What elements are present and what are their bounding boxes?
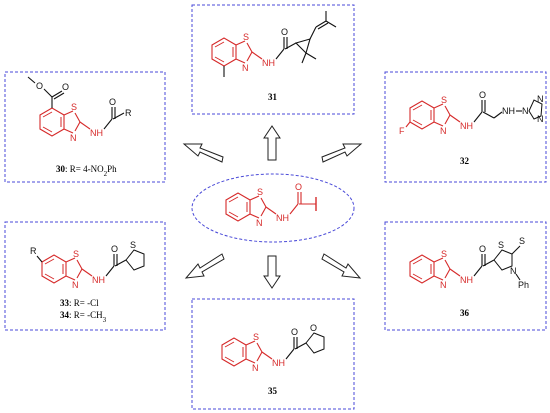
box-35: [191, 298, 355, 410]
arrow-upper-right: [321, 143, 363, 163]
arrow-down: [263, 255, 281, 289]
svg-text:N: N: [537, 114, 544, 124]
svg-text:N: N: [252, 363, 259, 373]
arrow-lower-right: [321, 253, 362, 279]
svg-text:R: R: [125, 108, 132, 118]
svg-text:N: N: [522, 106, 529, 116]
compound-32: F S N NH O NH N N N: [399, 90, 544, 136]
center-NH: NH: [276, 213, 289, 223]
center-ellipse: [191, 173, 355, 243]
svg-text:O: O: [479, 244, 486, 254]
svg-text:NH: NH: [272, 358, 285, 368]
svg-text:O: O: [291, 327, 298, 337]
svg-text:NH: NH: [502, 106, 515, 116]
caption-36: 36: [460, 308, 470, 318]
caption-35: 35: [268, 386, 278, 396]
svg-text:O: O: [36, 81, 43, 91]
svg-text:NH: NH: [460, 121, 473, 131]
box-32: [384, 71, 547, 183]
svg-text:O: O: [281, 27, 288, 37]
center-N: N: [256, 218, 263, 228]
svg-text:S: S: [253, 332, 259, 342]
svg-text:O: O: [62, 82, 69, 92]
box-31: [191, 4, 355, 115]
svg-text:O: O: [111, 244, 118, 254]
svg-text:N: N: [70, 133, 77, 143]
svg-text:S: S: [441, 249, 447, 259]
caption-32: 32: [460, 156, 470, 166]
svg-text:S: S: [519, 236, 525, 246]
box-30: [4, 71, 166, 183]
box-33-34: [4, 221, 166, 331]
svg-text:R: R: [30, 246, 37, 256]
compound-35: S N NH O O: [221, 323, 325, 373]
svg-text:NH: NH: [92, 275, 105, 285]
compound-33-34: R S N NH O S: [30, 240, 145, 290]
svg-text:N: N: [537, 94, 544, 104]
center-O: O: [295, 182, 302, 192]
caption-34: 34: R= -CH3: [60, 310, 107, 324]
svg-text:S: S: [243, 32, 249, 42]
svg-text:S: S: [73, 249, 79, 259]
center-structure: S N NH O: [225, 182, 317, 228]
center-S: S: [257, 187, 263, 197]
arrow-lower-left: [184, 253, 225, 279]
svg-text:O: O: [310, 323, 317, 333]
caption-31: 31: [268, 92, 278, 102]
svg-text:O: O: [109, 97, 116, 107]
caption-30: 30: R= 4-NO2Ph: [56, 164, 117, 178]
svg-text:S: S: [441, 95, 447, 105]
svg-text:NH: NH: [262, 58, 275, 68]
svg-text:NH: NH: [460, 275, 473, 285]
svg-text:NH: NH: [90, 128, 103, 138]
caption-33: 33: R= -Cl: [60, 298, 99, 308]
compound-36: S N NH O S S N Ph: [409, 236, 529, 290]
arrow-upper-left: [182, 143, 224, 163]
svg-text:F: F: [399, 126, 405, 136]
compound-31: S N NH O: [211, 11, 337, 77]
arrow-up: [263, 125, 281, 161]
svg-text:O: O: [479, 90, 486, 100]
svg-text:N: N: [510, 266, 517, 276]
box-36: [384, 221, 547, 331]
svg-text:N: N: [242, 63, 249, 73]
svg-text:N: N: [440, 280, 447, 290]
svg-text:S: S: [130, 240, 136, 250]
svg-text:Ph: Ph: [518, 280, 529, 290]
svg-text:N: N: [72, 280, 79, 290]
svg-text:N: N: [440, 126, 447, 136]
svg-text:S: S: [498, 240, 504, 250]
compound-30: S N NH O R O O: [27, 76, 132, 143]
svg-text:S: S: [71, 102, 77, 112]
arrows: [182, 125, 363, 289]
